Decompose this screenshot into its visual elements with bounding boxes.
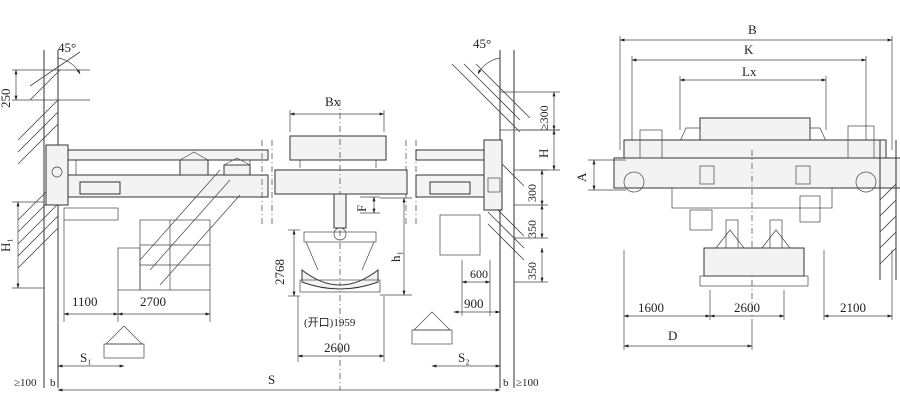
dim-S2: S₂ [458, 350, 470, 365]
dim-2100: 2100 [840, 300, 866, 315]
dim-350-bottom: 350 [525, 262, 539, 280]
dim-600: 600 [470, 267, 488, 281]
dim-K: K [744, 42, 754, 57]
dim-Lx: Lx [742, 64, 757, 79]
dim-2600-right: 2600 [734, 300, 760, 315]
trolley [274, 135, 408, 195]
dim-b-right: b [503, 377, 509, 389]
dim-350-top: 350 [525, 220, 539, 238]
dim-900: 900 [464, 296, 484, 311]
dim-2700: 2700 [140, 294, 166, 309]
left-elevation-view: 45° 45° 250 H₁ [0, 36, 560, 392]
crane-bridge-right [415, 139, 503, 256]
dim-open-1959: (开口)1959 [304, 317, 356, 329]
dim-S1: S₁ [80, 350, 92, 365]
right-building-wall [451, 50, 531, 388]
crane-bridge-girder [45, 144, 269, 291]
dim-ge300: ≥300 [537, 105, 551, 130]
dim-ge100-left: ≥100 [14, 377, 37, 389]
dim-1600: 1600 [638, 300, 664, 315]
right-side-view: B K Lx [574, 22, 900, 350]
dim-D: D [668, 328, 677, 343]
dim-1100: 1100 [72, 294, 98, 309]
side-grab-bucket [689, 150, 821, 320]
dim-ge100-right: ≥100 [516, 377, 539, 389]
dim-H1: H₁ [0, 238, 13, 252]
dim-F: F [354, 205, 369, 212]
dim-S: S [268, 372, 275, 387]
dim-250: 250 [0, 89, 13, 109]
grab-bucket [299, 193, 381, 293]
side-trolley [613, 117, 900, 209]
dim-b-left: b [50, 377, 56, 389]
angle-label-left: 45° [58, 40, 76, 55]
dim-2600-left: 2600 [324, 340, 350, 355]
dim-2768: 2768 [272, 259, 287, 285]
dim-h1: h₁ [388, 251, 403, 262]
dim-A: A [574, 172, 589, 182]
dim-300: 300 [525, 184, 539, 202]
dim-Bx: Bx [325, 94, 341, 109]
side-wall [879, 140, 897, 280]
left-building-wall [17, 50, 81, 388]
dim-B: B [748, 22, 757, 37]
angle-label-right: 45° [473, 36, 491, 51]
dim-H: H [536, 149, 551, 158]
